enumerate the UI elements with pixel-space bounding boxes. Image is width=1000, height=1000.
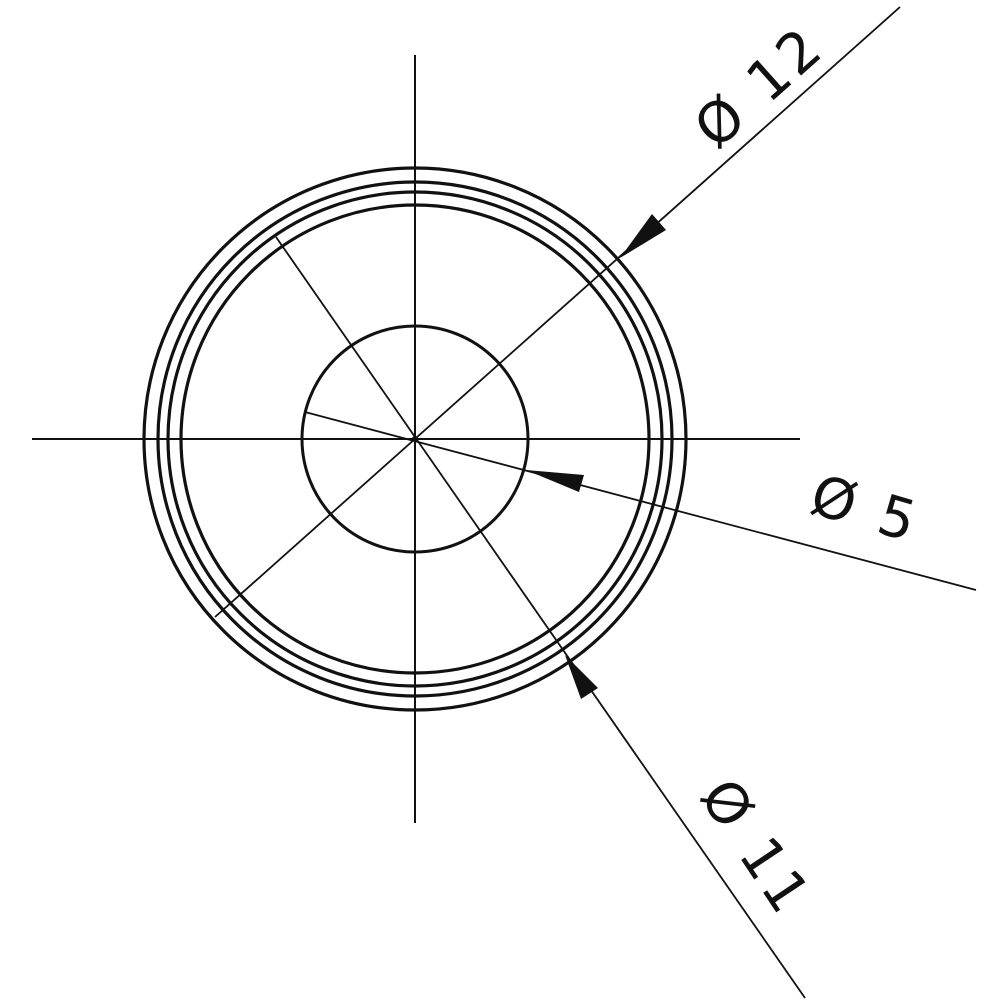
arrowhead-d11-icon [565,655,598,699]
arrowhead-d5-icon [526,470,584,492]
arrowhead-d12-icon [620,214,666,258]
dimension-line-d11 [275,236,806,999]
center-point [412,436,418,442]
dimension-line-d5 [304,411,977,591]
dimension-line-d12 [214,6,901,618]
